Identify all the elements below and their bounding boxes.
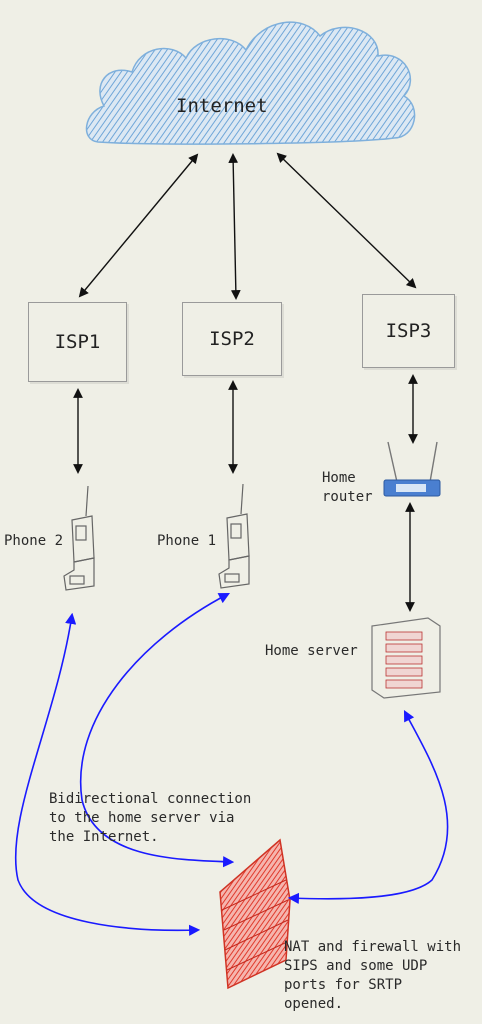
phone-icon <box>218 483 250 589</box>
server-label: Home server <box>265 643 358 659</box>
isp2-box: ISP2 <box>182 302 282 376</box>
arrow-internet-isp1 <box>78 153 199 298</box>
server-icon <box>371 617 441 699</box>
isp2-label: ISP2 <box>209 328 255 350</box>
arrow-server-firewall <box>287 710 449 904</box>
phone2-label: Phone 2 <box>4 533 64 549</box>
firewall-note: NAT and firewall with SIPS and some UDP … <box>284 939 462 1012</box>
isp3-label: ISP3 <box>385 320 432 342</box>
isp1-label: ISP1 <box>54 331 101 353</box>
internet-cloud <box>85 21 416 145</box>
arrow-phone1-firewall <box>79 592 235 868</box>
connection-note: Bidirectional connection to the home ser… <box>49 791 252 845</box>
arrow-internet-isp3 <box>276 152 417 289</box>
phone-icon <box>63 485 95 591</box>
isp3-box: ISP3 <box>362 294 455 368</box>
firewall-icon <box>219 838 291 990</box>
arrow-internet-isp2 <box>228 153 241 300</box>
isp1-box: ISP1 <box>28 302 127 382</box>
phone1-label: Phone 1 <box>157 533 217 549</box>
internet-label: Internet <box>176 95 268 117</box>
router-icon <box>383 441 441 497</box>
router-label: Home router <box>322 470 373 505</box>
arrow-phone2-firewall <box>14 612 201 936</box>
